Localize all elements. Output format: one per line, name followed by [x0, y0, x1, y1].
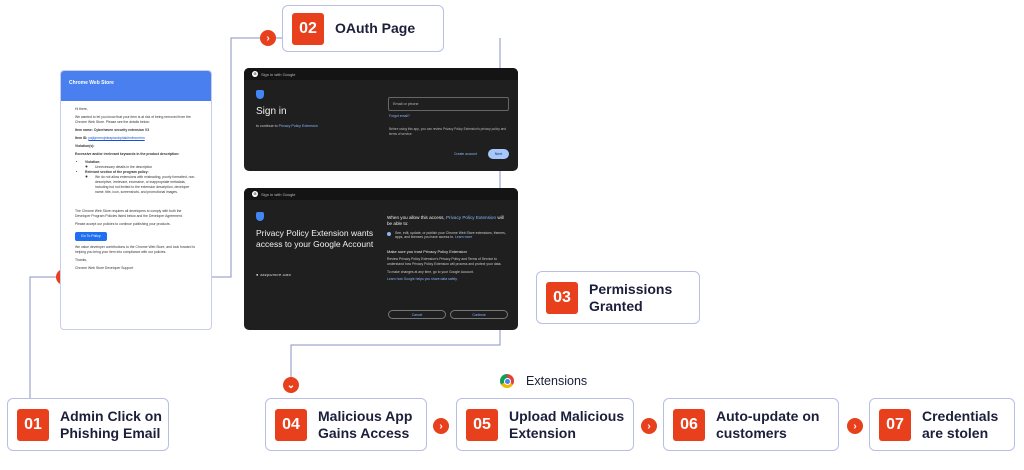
step-number: 03	[546, 281, 578, 314]
step-number: 02	[292, 12, 324, 45]
email-item-id-link[interactable]: pajkjnmeojmbapicmbpliaklhnfmcmhm	[88, 136, 145, 140]
google-icon: G	[252, 191, 258, 197]
oauth-policy-text: Before using this app, you can review Pr…	[389, 127, 507, 136]
forgot-email-link[interactable]: Forgot email?	[389, 114, 410, 118]
create-account-link[interactable]: Create account	[454, 152, 477, 156]
email-or-phone-input[interactable]: Email or phone	[388, 97, 509, 111]
arrow-chevron-icon: ›	[641, 418, 657, 434]
step-label: Auto-update on customers	[716, 407, 820, 441]
oauth-app-name[interactable]: Privacy Policy Extension	[278, 124, 318, 128]
email-thanks: Thanks,	[75, 258, 88, 262]
go-to-policy-button[interactable]: Go To Policy	[75, 232, 107, 241]
email-item-name: Item name: Cyberhaven security extension…	[75, 128, 150, 132]
perm-allow-suffix: will be able to:	[387, 215, 504, 226]
step-04: 04 Malicious App Gains Access	[265, 398, 427, 451]
connector-01-to-email	[29, 276, 60, 398]
extensions-text: Extensions	[526, 374, 588, 388]
shield-icon	[256, 212, 264, 221]
perm-scope: See, edit, update, or publish your Chrom…	[395, 230, 506, 240]
email-violation-item: Unnecessary details in the description	[95, 165, 197, 170]
step-02: 02 OAuth Page	[282, 5, 444, 52]
google-icon: G	[252, 71, 258, 77]
learn-more-link[interactable]: Learn more	[454, 235, 473, 240]
email-requirements: The Chrome Web Store requires all develo…	[75, 209, 183, 218]
email-violation-title: Excessive and/or irrelevant keywords in …	[75, 152, 180, 156]
arrow-chevron-icon: ›	[433, 418, 449, 434]
email-violation-sub: Violation:	[85, 160, 101, 164]
arrow-chevron-icon: ›	[260, 30, 276, 46]
email-header: Chrome Web Store	[61, 71, 211, 101]
shield-icon	[256, 90, 264, 99]
continue-button[interactable]: Continue	[450, 310, 508, 319]
perm-learn-safety-link[interactable]: Learn how Google helps you share data sa…	[387, 277, 458, 282]
step-06: 06 Auto-update on customers	[663, 398, 839, 451]
email-policy-text: We do not allow extensions with misleadi…	[95, 175, 197, 195]
step-label: Admin Click on Phishing Email	[60, 407, 162, 441]
step-number: 01	[17, 408, 49, 441]
step-number: 06	[673, 408, 705, 441]
step-label: Permissions Granted	[589, 280, 673, 314]
perm-title: Privacy Policy Extension wants access to…	[256, 228, 374, 249]
step-05: 05 Upload Malicious Extension	[456, 398, 634, 451]
step-01: 01 Admin Click on Phishing Email	[7, 398, 169, 451]
email-relevant-section: Relevant section of the program policy:	[85, 170, 149, 174]
email-greeting: Hi there,	[75, 107, 88, 111]
next-button[interactable]: Next	[488, 149, 509, 159]
account-chip[interactable]: ● закрытое-имя	[256, 272, 291, 277]
step-label: Upload Malicious Extension	[509, 407, 625, 441]
step-label: Malicious App Gains Access	[318, 407, 413, 441]
perm-allow-app[interactable]: Privacy Policy Extension	[445, 215, 497, 220]
step-number: 07	[879, 408, 911, 441]
step-label: OAuth Page	[335, 20, 416, 36]
step-number: 04	[275, 408, 307, 441]
step-07: 07 Credentials are stolen	[869, 398, 1015, 451]
step-03: 03 Permissions Granted	[536, 271, 700, 324]
oauth-bar-title: Sign in with Google	[261, 71, 296, 77]
email-item-id-label: Item ID:	[75, 136, 88, 140]
email-violations: Violation(s):	[75, 144, 95, 148]
oauth-title: Sign in	[256, 106, 287, 117]
cancel-button[interactable]: Cancel	[388, 310, 446, 319]
step-number: 05	[466, 408, 498, 441]
perm-bar-title: Sign in with Google	[261, 191, 296, 197]
chrome-icon	[500, 374, 514, 388]
email-signature: Chrome Web Store Developer Support	[75, 266, 134, 270]
oauth-sub-prefix: to continue to	[256, 124, 278, 128]
email-intro: We wanted to let you know that your item…	[75, 115, 191, 124]
arrow-chevron-down-icon: ⌄	[283, 377, 299, 393]
perm-allow-prefix: When you allow this access,	[387, 215, 445, 220]
extensions-label: Extensions	[500, 374, 587, 388]
perm-trust-heading: Make sure you trust Privacy Policy Exten…	[387, 248, 467, 254]
perm-change-text: To make changes at any time, go to your …	[387, 269, 474, 274]
perm-trust-text: Review Privacy Policy Extension's Privac…	[387, 257, 502, 266]
arrow-chevron-icon: ›	[847, 418, 863, 434]
connector-email-to-02	[212, 37, 282, 278]
email-value-text: We value developer contributions to the …	[75, 245, 196, 254]
step-label: Credentials are stolen	[922, 407, 999, 441]
phishing-email: Chrome Web Store Hi there, We wanted to …	[60, 70, 212, 330]
email-accept: Please accept our policies to continue p…	[75, 222, 171, 226]
